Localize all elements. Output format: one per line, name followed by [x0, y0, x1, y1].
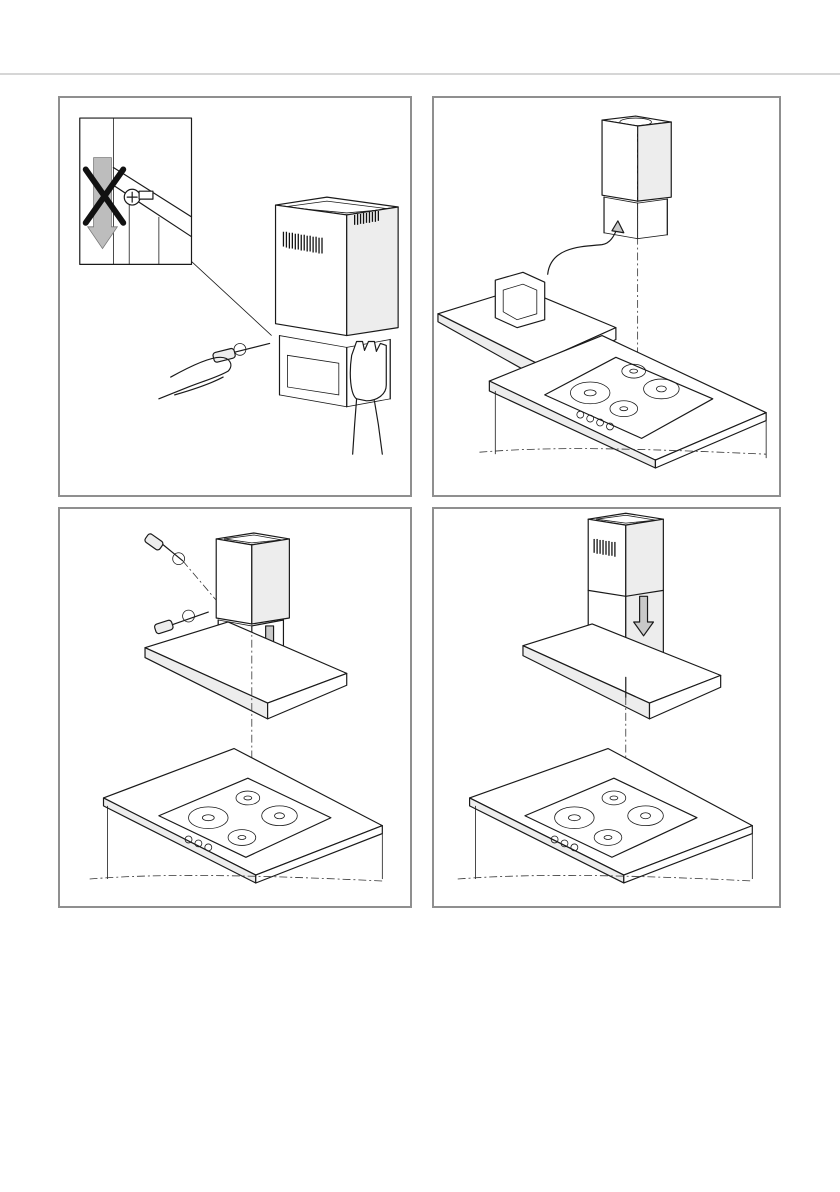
screwdriver-icon — [212, 343, 269, 362]
step-4-drawing — [434, 509, 779, 906]
step-2-illustration — [432, 96, 781, 497]
hob-icon — [470, 749, 753, 883]
chimney-unit — [602, 116, 671, 239]
header-rule — [0, 73, 840, 75]
step-2-drawing — [434, 98, 779, 495]
screwdriver-icon — [144, 533, 209, 635]
step-1-illustration — [58, 96, 412, 497]
step-3-illustration — [58, 507, 412, 908]
hood-canopy — [523, 624, 721, 719]
hand-icon — [159, 341, 386, 454]
step-3-drawing — [60, 509, 410, 906]
step-4-illustration — [432, 507, 781, 908]
step-1-drawing — [60, 98, 410, 495]
inset-detail — [80, 118, 192, 264]
hob-icon — [104, 749, 383, 883]
hood-canopy — [145, 622, 347, 719]
curved-arrow-icon — [548, 227, 618, 274]
